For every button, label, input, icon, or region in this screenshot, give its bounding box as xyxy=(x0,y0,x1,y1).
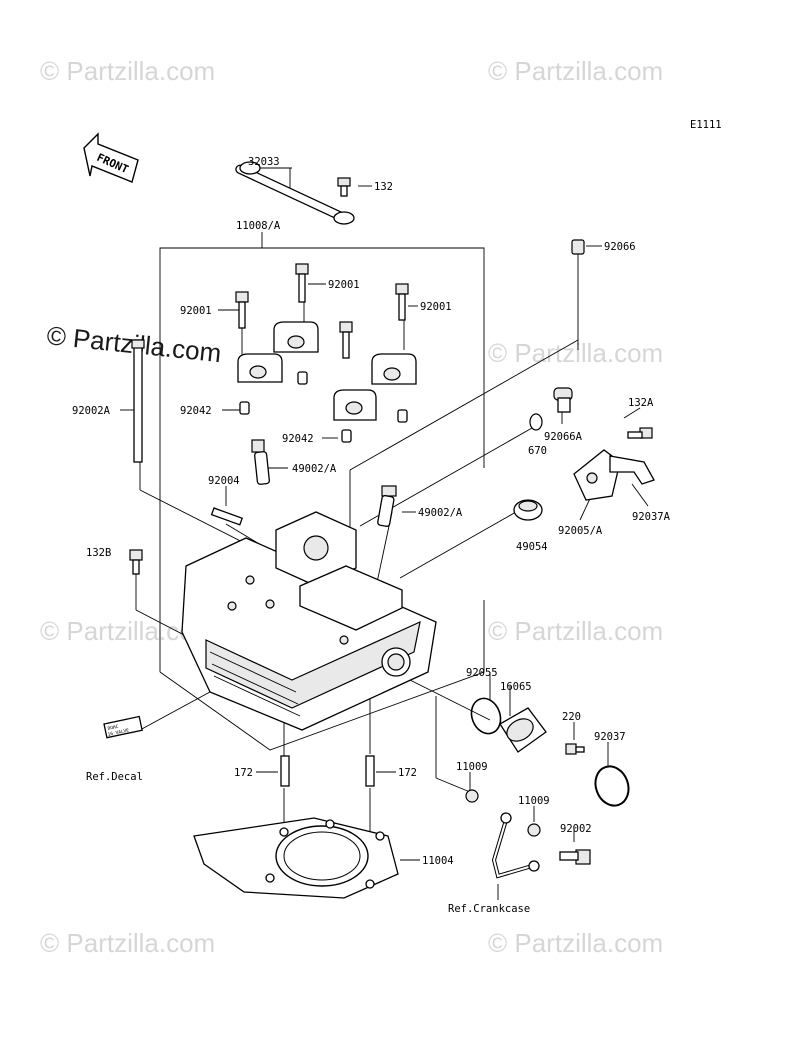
label-92004: 92004 xyxy=(208,475,240,487)
dowels-92042-icon xyxy=(239,371,408,443)
assembly-frame xyxy=(159,232,485,751)
bolt-132A-icon xyxy=(627,427,653,439)
clamp-92037A-icon xyxy=(609,455,655,485)
label-11009-b: 11009 xyxy=(518,795,550,807)
plug-49002A-lower-icon xyxy=(377,485,397,527)
label-92001-mid: 92001 xyxy=(328,279,360,291)
cam-cap-right xyxy=(371,353,417,385)
stud-172-left-icon xyxy=(280,755,290,787)
label-11009-a: 11009 xyxy=(456,761,488,773)
plug-49002A-upper-icon xyxy=(251,439,270,485)
label-92002: 92002 xyxy=(560,823,592,835)
cover-92005A-icon xyxy=(573,449,621,501)
label-ref-decal: Ref.Decal xyxy=(86,771,143,783)
washer-11009-a-icon xyxy=(465,789,479,803)
oil-pipe-icon xyxy=(491,812,540,879)
decal-text-1: DOHC xyxy=(107,724,119,732)
label-92042-left: 92042 xyxy=(180,405,212,417)
camshaft-oil-pipe xyxy=(235,161,355,225)
label-32033: 32033 xyxy=(248,156,280,168)
label-92066: 92066 xyxy=(604,241,636,253)
label-11008A: 11008/A xyxy=(236,220,281,232)
bolt-92002-icon xyxy=(559,849,591,865)
watermark: © Partzilla.com xyxy=(488,338,663,368)
decal-text-2: 16 VALVE xyxy=(107,728,130,738)
washer-11009-b-icon xyxy=(527,823,541,837)
label-92001-left: 92001 xyxy=(180,305,212,317)
decal-icon: DOHC 16 VALVE xyxy=(103,715,143,739)
cam-cap-left xyxy=(237,353,283,383)
label-132: 132 xyxy=(374,181,393,193)
label-92042-mid: 92042 xyxy=(282,433,314,445)
diagram-code: E1111 xyxy=(690,119,722,131)
label-92037: 92037 xyxy=(594,731,626,743)
label-172-left: 172 xyxy=(234,767,253,779)
label-92001-right: 92001 xyxy=(420,301,452,313)
stud-172-right-icon xyxy=(365,755,375,787)
label-172-right: 172 xyxy=(398,767,417,779)
label-132B: 132B xyxy=(86,547,111,559)
label-92055: 92055 xyxy=(466,667,498,679)
watermark: © Partzilla.com xyxy=(488,56,663,86)
front-arrow-icon: FRONT xyxy=(83,132,139,183)
bolts-92001-icon xyxy=(235,263,409,359)
label-49002A-lower: 49002/A xyxy=(418,507,463,519)
watermark: © Partzilla.com xyxy=(40,56,215,86)
bolt-132B-icon xyxy=(129,549,143,575)
label-670: 670 xyxy=(528,445,547,457)
label-92066A: 92066A xyxy=(544,431,583,443)
watermark: © Partzilla.com xyxy=(488,616,663,646)
cam-cap-middle xyxy=(333,389,377,421)
label-92005A: 92005/A xyxy=(558,525,603,537)
cam-cap-upper xyxy=(273,321,319,353)
stud-92004-icon xyxy=(210,507,244,526)
label-132A: 132A xyxy=(628,397,654,409)
part-labels: 32033 132 11008/A 92066 92001 92001 9200… xyxy=(72,156,671,915)
plug-92066-icon xyxy=(571,239,585,255)
clamp-92037-icon xyxy=(594,765,630,807)
oring-92055-icon xyxy=(470,697,502,735)
oring-670-icon xyxy=(529,413,543,431)
cap-49054-icon xyxy=(513,499,543,521)
label-220: 220 xyxy=(562,711,581,723)
label-92002A: 92002A xyxy=(72,405,111,417)
stud-92002A-icon xyxy=(131,339,145,463)
head-gasket-icon xyxy=(193,817,399,899)
cylinder-head xyxy=(181,511,437,731)
watermark: © Partzilla.com xyxy=(488,928,663,958)
label-49002A-upper: 49002/A xyxy=(292,463,337,475)
label-11004: 11004 xyxy=(422,855,454,867)
label-ref-crankcase: Ref.Crankcase xyxy=(448,903,530,915)
bolt-132-top-icon xyxy=(337,177,351,197)
fitting-92066A-icon xyxy=(553,387,573,413)
screw-220-icon xyxy=(565,743,585,755)
label-49054: 49054 xyxy=(516,541,548,553)
label-16065: 16065 xyxy=(500,681,532,693)
holder-16065-icon xyxy=(499,707,547,753)
label-92037A: 92037A xyxy=(632,511,671,523)
watermark: © Partzilla.com xyxy=(40,928,215,958)
